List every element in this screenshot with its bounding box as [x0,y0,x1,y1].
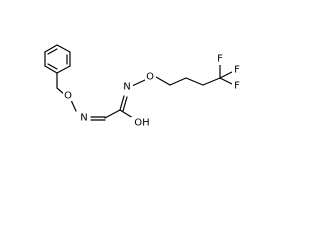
c-n-double-bond [119,95,125,111]
ring-inner-bond [47,63,58,70]
c-n-double-bond [122,96,128,112]
fluorine-label: F [217,54,223,65]
oxygen-label: O [64,91,72,102]
ring-bond [44,44,58,53]
c-f-bond [219,77,233,85]
c-c-bond [185,77,204,86]
hydroxyl-label: OH [134,118,149,129]
c-oh-bond [119,109,134,119]
chemical-structure: O N N O OH F F F [44,44,242,129]
nitrogen-label: N [80,113,87,124]
o-n-bond [70,99,77,112]
c-c-bond [169,77,187,86]
bonds [44,44,233,121]
c-f-bond [219,71,233,79]
o-c-bond [155,76,171,86]
fluorine-label: F [234,81,240,92]
ring-inner-bond [47,48,58,55]
ring-bond [44,65,58,74]
ring-bond [56,65,71,74]
atom-labels: O N N O OH F F F [63,54,242,129]
nitrogen-label: N [123,82,130,93]
n-o-bond [131,79,146,87]
ring-bond [56,44,71,53]
c-c-bond [202,77,221,86]
c-c-bond [104,109,121,119]
ch2-o-bond [56,87,65,95]
oxygen-label: O [146,72,154,83]
fluorine-label: F [234,65,240,76]
